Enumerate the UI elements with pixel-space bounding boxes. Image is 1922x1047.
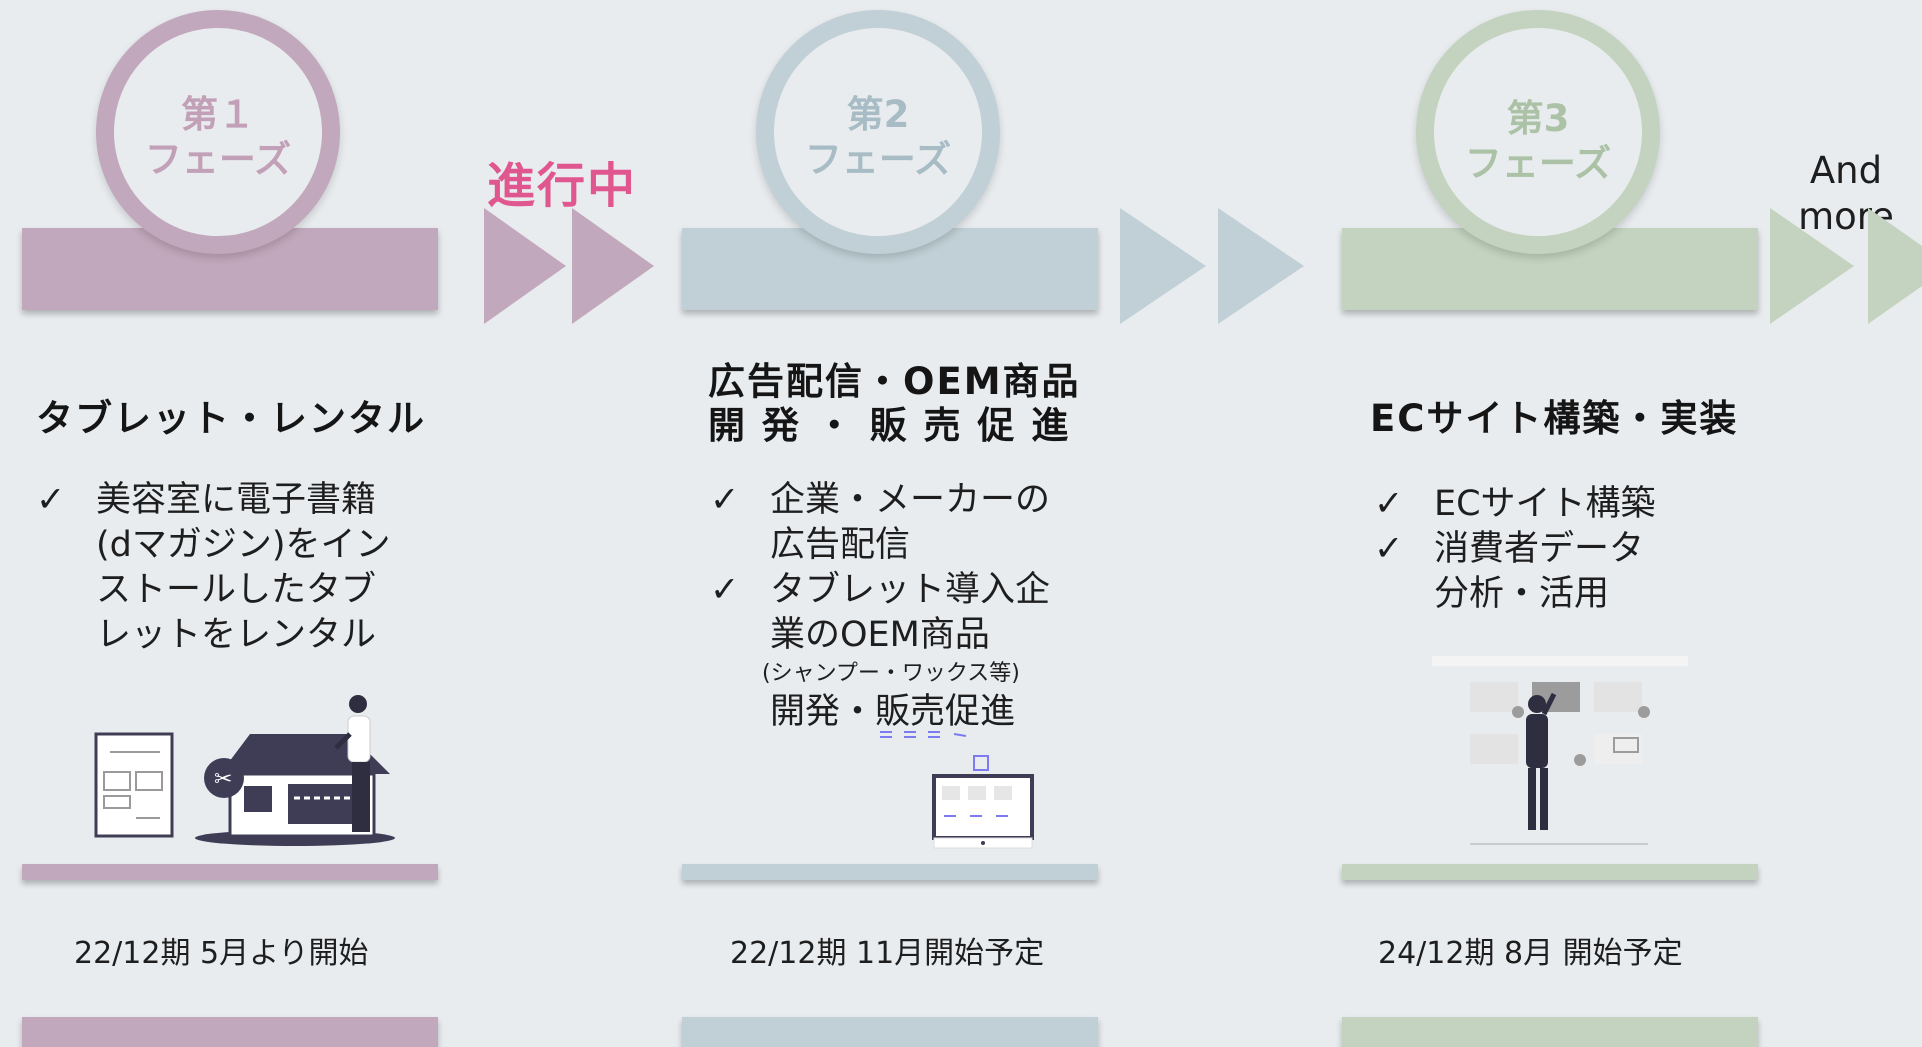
phase3-circle	[1416, 10, 1660, 254]
checkmark-icon: ✓	[1374, 529, 1404, 569]
phase2-circle-label: 第2 フェーズ	[804, 93, 952, 181]
phase3-footer-band	[1342, 864, 1758, 880]
monitor-illustration	[880, 731, 1034, 849]
list-item: ✓ ECサイト構築	[1374, 482, 1734, 527]
checkmark-icon: ✓	[710, 480, 740, 520]
chevron-arrow-icon	[484, 208, 566, 324]
shop-owner-illustration: ✂	[94, 695, 395, 846]
chevron-arrow-icon	[1218, 208, 1304, 324]
list-item: ✓ 消費者データ 分析・活用	[1374, 529, 1645, 614]
list-item: ✓ 企業・メーカーの 広告配信	[710, 480, 1051, 565]
svg-text:✂: ✂	[214, 767, 232, 792]
phase1-title: タブレット・レンタル	[36, 397, 426, 440]
phase2-footer-band	[682, 864, 1098, 880]
phase1-bullets: ✓ 美容室に電子書籍 (dマガジン)をイン ストールしたタブ レットをレンタル	[36, 478, 436, 658]
chevron-arrow-icon	[1868, 208, 1922, 324]
phase2-date: 22/12期 11月開始予定	[730, 936, 1045, 971]
checkmark-icon: ✓	[36, 480, 66, 520]
checkmark-icon: ✓	[710, 570, 740, 610]
phase3-date: 24/12期 8月 開始予定	[1378, 936, 1683, 971]
phase2-bullets: ✓ 企業・メーカーの 広告配信 ✓ タブレット導入企 業のOEM商品 (シャンプ…	[710, 478, 1130, 735]
chevron-arrow-icon	[1770, 208, 1854, 324]
phase3-bullets: ✓ ECサイト構築 ✓ 消費者データ 分析・活用	[1374, 482, 1734, 617]
phase3-bottom-band	[1342, 1017, 1758, 1047]
woman-dashboard-illustration	[1432, 656, 1688, 845]
phase1-circle-label: 第１ フェーズ	[144, 93, 292, 181]
phase1-bottom-band	[22, 1017, 438, 1047]
phase3-title: ECサイト構築・実装	[1370, 397, 1739, 440]
in-progress-label: 進行中	[487, 158, 638, 214]
chevron-arrow-icon	[572, 208, 654, 324]
phase1-date: 22/12期 5月より開始	[74, 936, 369, 971]
phase1-arrows	[484, 208, 654, 324]
phase2-title: 広告配信・OEM商品 開 発 ・ 販 売 促 進	[708, 360, 1081, 447]
checkmark-icon: ✓	[1374, 484, 1404, 524]
phase1-footer-band	[22, 864, 438, 880]
list-item: ✓ タブレット導入企 業のOEM商品 (シャンプー・ワックス等) 開発・販売促進	[710, 570, 1051, 732]
phase2-bottom-band	[682, 1017, 1098, 1047]
phase2-arrows	[1120, 208, 1304, 324]
phase3-circle-label: 第3 フェーズ	[1464, 97, 1612, 185]
chevron-arrow-icon	[1120, 208, 1206, 324]
phase3-arrows	[1770, 208, 1922, 324]
list-item: ✓ 美容室に電子書籍 (dマガジン)をイン ストールしたタブ レットをレンタル	[36, 480, 391, 655]
